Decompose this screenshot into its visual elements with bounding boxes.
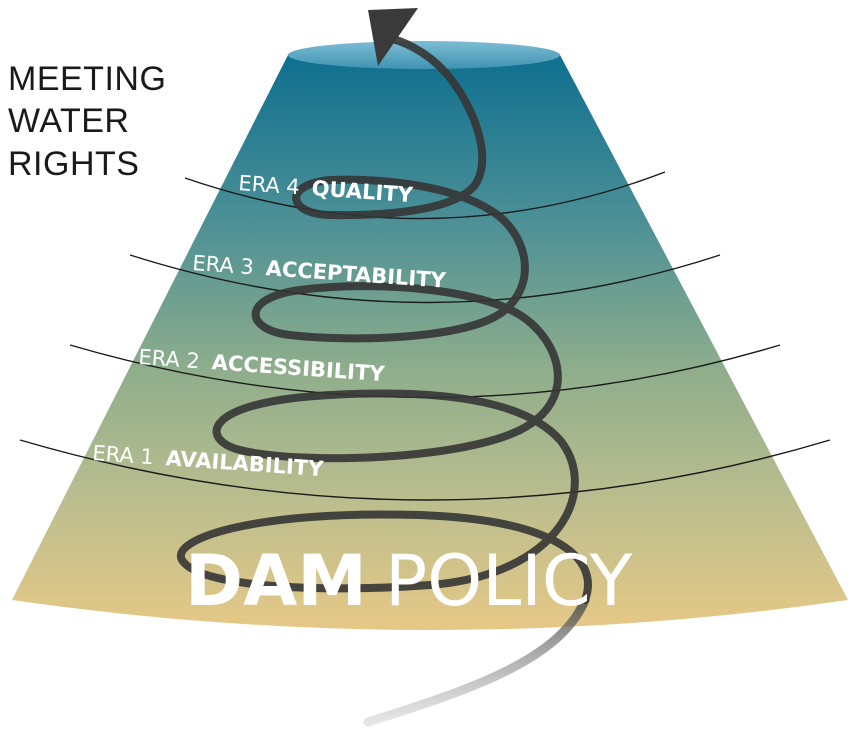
era-4-line <box>184 171 666 220</box>
spiral-path <box>176 34 592 604</box>
title-line-3: RIGHTS <box>8 145 139 183</box>
era-2-prefix: ERA 2 <box>138 345 201 373</box>
era-4-label: ERA 4 QUALITY <box>238 171 415 207</box>
base-label: DAM POLICY <box>185 540 633 622</box>
era-3-line <box>129 254 721 304</box>
cone-body <box>12 55 848 630</box>
title-line-1: MEETING <box>8 60 166 98</box>
era-3-prefix: ERA 3 <box>192 251 255 279</box>
base-label-light: POLICY <box>385 540 633 622</box>
era-4-prefix: ERA 4 <box>238 171 301 199</box>
spiral-arrowhead <box>368 8 418 66</box>
era-1-prefix: ERA 1 <box>92 441 155 469</box>
spiral-tail <box>363 595 590 727</box>
base-label-bold: DAM <box>185 540 367 622</box>
era-1-line <box>19 439 831 501</box>
title-line-2: WATER <box>8 102 129 140</box>
